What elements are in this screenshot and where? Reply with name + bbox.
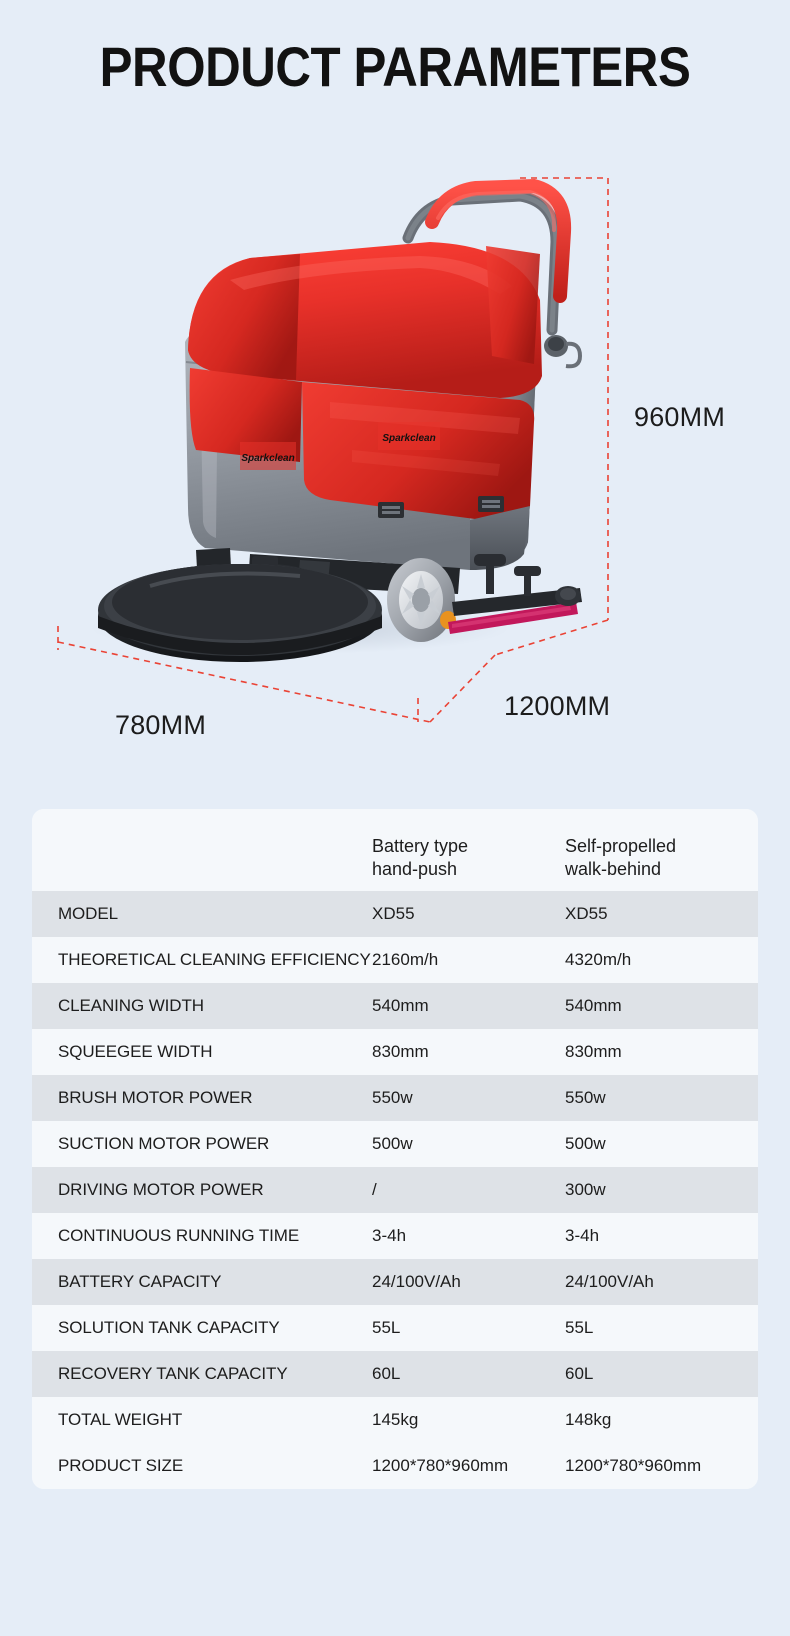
dimension-label-depth: 1200MM xyxy=(504,691,611,721)
spec-row-label: TOTAL WEIGHT xyxy=(58,1410,183,1429)
spec-row-value-col1: 500w xyxy=(372,1134,413,1153)
spec-row-label: CLEANING WIDTH xyxy=(58,996,204,1015)
spec-row-value-col2: 550w xyxy=(565,1088,606,1107)
table-row: SUCTION MOTOR POWER 500w 500w xyxy=(32,1121,758,1167)
table-row: BATTERY CAPACITY 24/100V/Ah 24/100V/Ah xyxy=(32,1259,758,1305)
spec-row-label: BATTERY CAPACITY xyxy=(58,1272,222,1291)
spec-row-label: CONTINUOUS RUNNING TIME xyxy=(58,1226,300,1245)
spec-row-label: DRIVING MOTOR POWER xyxy=(58,1180,264,1199)
spec-row-value-col2: 3-4h xyxy=(565,1226,600,1245)
spec-row-value-col1: / xyxy=(372,1180,377,1199)
spec-row-value-col2: 1200*780*960mm xyxy=(565,1456,702,1475)
drive-wheel xyxy=(387,558,456,642)
spec-row-value-col2: 500w xyxy=(565,1134,606,1153)
spec-row-label: MODEL xyxy=(58,904,118,923)
brush-bristles xyxy=(98,616,382,655)
spec-table: Battery type hand-push Self-propelled wa… xyxy=(32,809,758,1489)
spec-header-col1-line2: hand-push xyxy=(372,858,458,879)
dimension-label-height: 960MM xyxy=(634,402,726,432)
page-title: PRODUCT PARAMETERS xyxy=(99,35,691,98)
hose-connector xyxy=(544,335,583,369)
spec-row-label: SOLUTION TANK CAPACITY xyxy=(58,1318,280,1337)
spec-row-value-col1: 55L xyxy=(372,1318,401,1337)
product-illustration: Sparkclean Sparkclean xyxy=(57,177,609,723)
spec-row-value-col1: 60L xyxy=(372,1364,401,1383)
spec-row-label: BRUSH MOTOR POWER xyxy=(58,1088,253,1107)
table-row: SOLUTION TANK CAPACITY 55L 55L xyxy=(32,1305,758,1351)
spec-header-col1: Battery type hand-push xyxy=(372,835,565,891)
table-row: CLEANING WIDTH 540mm 540mm xyxy=(32,983,758,1029)
spec-header-col2-line1: Self-propelled xyxy=(565,835,677,856)
svg-text:Sparkclean: Sparkclean xyxy=(382,433,435,444)
spec-row-value-col2: 24/100V/Ah xyxy=(565,1272,654,1291)
spec-row-label: PRODUCT SIZE xyxy=(58,1456,184,1475)
table-row: CONTINUOUS RUNNING TIME 3-4h 3-4h xyxy=(32,1213,758,1259)
spec-row-value-col2: 148kg xyxy=(565,1410,612,1429)
spec-row-value-col1: 540mm xyxy=(372,996,429,1015)
table-row: TOTAL WEIGHT 145kg 148kg xyxy=(32,1397,758,1443)
table-row: THEORETICAL CLEANING EFFICIENCY 2160m/h … xyxy=(32,937,758,983)
side-panel-red xyxy=(302,382,535,522)
svg-text:Sparkclean: Sparkclean xyxy=(241,453,294,464)
spec-row-value-col2: 540mm xyxy=(565,996,622,1015)
spec-row-label: SQUEEGEE WIDTH xyxy=(58,1042,213,1061)
spec-row-value-col1: 550w xyxy=(372,1088,413,1107)
table-row: BRUSH MOTOR POWER 550w 550w xyxy=(32,1075,758,1121)
spec-row-value-col2: 55L xyxy=(565,1318,594,1337)
spec-header-col2: Self-propelled walk-behind xyxy=(565,835,758,891)
spec-row-value-col1: 830mm xyxy=(372,1042,429,1061)
spec-row-value-col1: 2160m/h xyxy=(372,950,439,969)
table-row: DRIVING MOTOR POWER / 300w xyxy=(32,1167,758,1213)
spec-row-value-col2: 4320m/h xyxy=(565,950,632,969)
hood-front-cover xyxy=(189,368,302,462)
spec-row-value-col1: 3-4h xyxy=(372,1226,407,1245)
spec-table-header: Battery type hand-push Self-propelled wa… xyxy=(32,809,758,891)
dimension-label-width: 780MM xyxy=(115,710,207,740)
spec-row-value-col1: 24/100V/Ah xyxy=(372,1272,461,1291)
table-row: RECOVERY TANK CAPACITY 60L 60L xyxy=(32,1351,758,1397)
spec-row-value-col1: 1200*780*960mm xyxy=(372,1456,509,1475)
table-row: MODEL XD55 XD55 xyxy=(32,891,758,937)
spec-row-value-col1: 145kg xyxy=(372,1410,419,1429)
spec-row-value-col2: 300w xyxy=(565,1180,606,1199)
handle-bar xyxy=(402,178,572,336)
product-hero: Sparkclean Sparkclean xyxy=(0,150,790,770)
brand-logo: Sparkclean Sparkclean xyxy=(240,422,440,470)
squeegee-assembly xyxy=(448,554,582,634)
spec-row-value-col2: 60L xyxy=(565,1364,594,1383)
spec-row-value-col2: 830mm xyxy=(565,1042,622,1061)
spec-header-col2-line2: walk-behind xyxy=(565,858,662,879)
table-row: PRODUCT SIZE 1200*780*960mm 1200*780*960… xyxy=(32,1443,758,1489)
dimension-lines xyxy=(57,177,609,723)
spec-row-label: SUCTION MOTOR POWER xyxy=(58,1134,270,1153)
spec-row-label: THEORETICAL CLEANING EFFICIENCY xyxy=(58,950,371,969)
spec-row-label: RECOVERY TANK CAPACITY xyxy=(58,1364,288,1383)
spec-row-value-col1: XD55 xyxy=(372,904,415,923)
spec-header-col1-line1: Battery type xyxy=(372,835,469,856)
panel-latches xyxy=(378,496,504,518)
table-row: SQUEEGEE WIDTH 830mm 830mm xyxy=(32,1029,758,1075)
spec-row-value-col2: XD55 xyxy=(565,904,608,923)
